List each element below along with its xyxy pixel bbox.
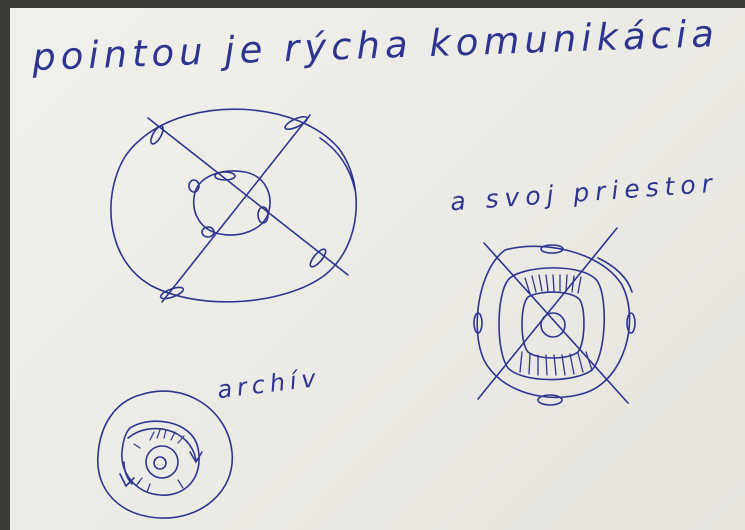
archive-rotation-arrow-top xyxy=(127,427,197,461)
private-space-sketch xyxy=(473,227,636,406)
table-outer-ring xyxy=(110,108,357,303)
table-outer-ring-extra-stroke xyxy=(319,137,356,191)
table-line-ne-sw xyxy=(161,114,311,303)
space-seat-top xyxy=(540,244,564,254)
archive-center-ring xyxy=(145,445,179,479)
archive-sketch xyxy=(97,390,233,519)
seat-marker-ne xyxy=(284,115,308,131)
archive-arrow-head-left xyxy=(119,473,135,488)
space-outer-ring xyxy=(476,245,631,399)
space-seat-bottom xyxy=(537,394,563,406)
table-line-nw-se xyxy=(147,117,349,276)
seat-marker-nw xyxy=(150,125,164,145)
inner-seat-e xyxy=(257,206,269,224)
space-center-circle xyxy=(540,312,566,338)
inner-seat-s xyxy=(201,226,215,238)
archive-shading xyxy=(133,429,185,493)
space-inner-square xyxy=(521,291,585,359)
seat-marker-sw xyxy=(159,286,185,300)
inner-seat-w xyxy=(188,179,200,193)
archive-outer-circle xyxy=(97,390,233,519)
round-table-sketch xyxy=(110,108,357,303)
space-bottom-shading xyxy=(519,351,593,376)
archive-center-dot xyxy=(153,456,167,470)
cross-out-line-2 xyxy=(477,227,618,400)
seat-marker-se xyxy=(309,248,327,268)
space-seat-right xyxy=(626,312,636,334)
space-middle-square xyxy=(498,267,606,381)
paper-sheet xyxy=(10,8,745,530)
space-top-shading xyxy=(524,274,582,295)
archive-arrow-head-top xyxy=(189,451,203,464)
archive-rotation-arrow-left xyxy=(123,461,133,485)
inner-seat-n xyxy=(214,171,236,181)
archive-inner-ring xyxy=(121,420,200,496)
space-outer-ring-extra-stroke xyxy=(597,257,633,293)
cross-out-line-1 xyxy=(483,242,629,404)
space-seat-left xyxy=(473,312,483,334)
